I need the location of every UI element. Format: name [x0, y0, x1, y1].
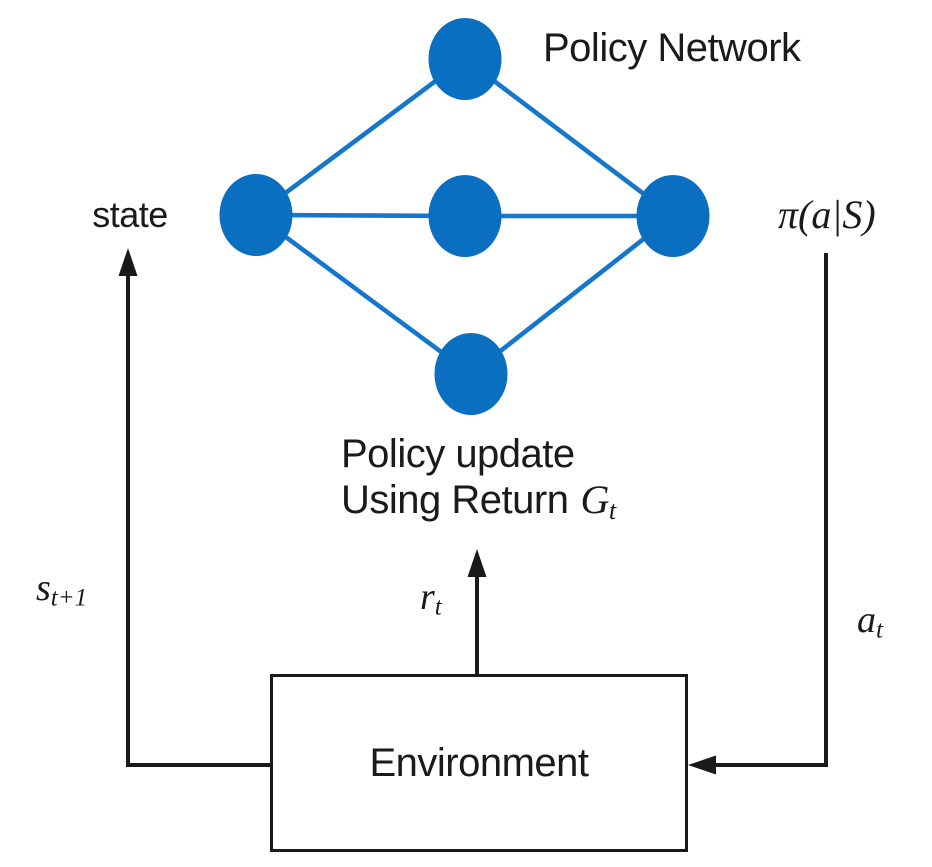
network-nodes	[219, 18, 710, 415]
policy-output-label: π(a|S)	[778, 192, 876, 237]
return-symbol: Gt	[580, 477, 617, 525]
action-symbol: at	[857, 599, 883, 644]
policy-update-line1: Policy update	[341, 432, 575, 476]
node-hidden-bottom	[434, 333, 508, 415]
policy-network-title: Policy Network	[543, 26, 801, 70]
edge-hidden-top-output	[463, 57, 675, 218]
state-label: state	[92, 194, 168, 235]
next-state-symbol: st+1	[36, 567, 88, 612]
reward-arrow	[467, 549, 487, 674]
state-arrow	[118, 248, 270, 767]
reward-arrowhead-icon	[467, 549, 487, 577]
action-arrow	[688, 253, 828, 775]
environment-label: Environment	[369, 741, 589, 785]
edge-input-hidden-top	[254, 57, 467, 217]
edge-hidden-bottom-output	[469, 214, 675, 376]
node-input	[219, 174, 293, 256]
node-hidden-top	[428, 18, 502, 100]
node-output	[636, 175, 710, 257]
edge-input-hidden-bottom	[254, 213, 473, 376]
node-hidden-middle	[428, 175, 502, 257]
action-arrowhead-icon	[688, 755, 716, 775]
state-arrowhead-icon	[118, 248, 138, 276]
reward-symbol: rt	[420, 576, 442, 621]
environment-box: Environment	[270, 674, 688, 852]
